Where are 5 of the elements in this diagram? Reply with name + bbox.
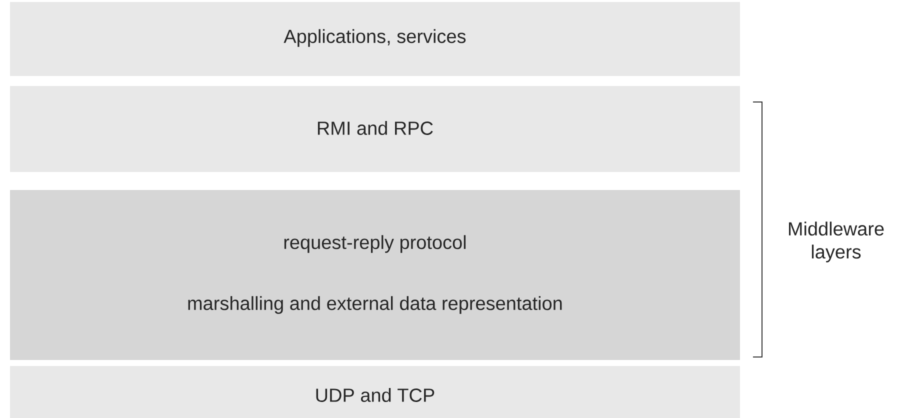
layer-band: UDP and TCP [10, 366, 740, 418]
layer-band: RMI and RPC [10, 86, 740, 172]
layer-band: request-reply protocol marshalling and external data representation [10, 190, 740, 360]
bracket-label: Middleware layers [788, 222, 884, 262]
layer-band: Applications, services [10, 2, 740, 76]
